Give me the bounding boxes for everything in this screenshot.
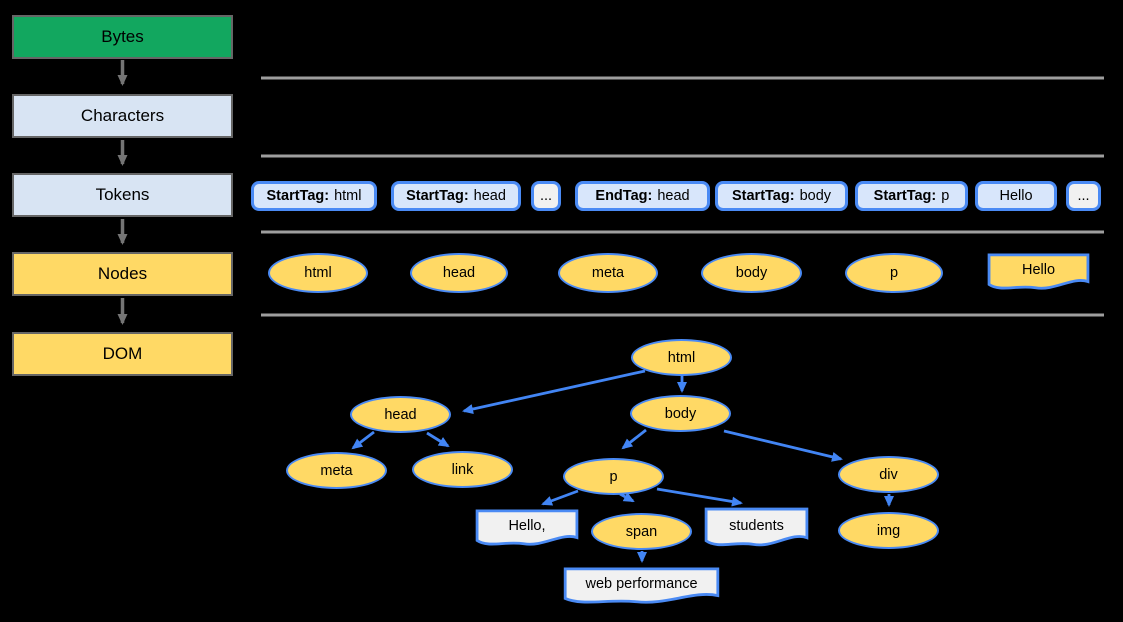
flag-label: Hello, bbox=[508, 518, 546, 534]
token-value-label: html bbox=[334, 188, 362, 204]
node-ellipse-dom-div: div bbox=[838, 456, 939, 493]
token-value-label: head bbox=[657, 188, 690, 204]
flag-shape bbox=[475, 509, 579, 549]
flag-label: Hello bbox=[1021, 262, 1056, 278]
node-ellipse-row-body: body bbox=[701, 253, 802, 293]
token-box-endtag-head: EndTag:head bbox=[575, 181, 710, 211]
node-ellipse-row-html: html bbox=[268, 253, 368, 293]
token-kind-label: EndTag: bbox=[595, 188, 653, 204]
text-flag-row-hello: Hello bbox=[987, 253, 1090, 293]
token-value-label: p bbox=[941, 188, 950, 204]
token-box-starttag-html: StartTag:html bbox=[251, 181, 377, 211]
node-ellipse-dom-head: head bbox=[350, 396, 451, 433]
token-value-label: head bbox=[473, 188, 506, 204]
token-box-starttag-p: StartTag:p bbox=[855, 181, 968, 211]
pipeline-box-dom: DOM bbox=[12, 332, 233, 376]
token-kind-label: StartTag: bbox=[731, 188, 795, 204]
token-kind-label: StartTag: bbox=[406, 188, 469, 204]
edge-body-div bbox=[723, 429, 843, 462]
node-ellipse-dom-link: link bbox=[412, 451, 513, 488]
token-box-dotdotdot: ... bbox=[531, 181, 561, 211]
node-ellipse-row-head: head bbox=[410, 253, 508, 293]
edge-body-p bbox=[621, 428, 647, 450]
flag-label: students bbox=[729, 517, 784, 534]
node-ellipse-dom-html: html bbox=[631, 339, 732, 376]
token-value-label: Hello bbox=[999, 188, 1033, 204]
node-ellipse-dom-p: p bbox=[563, 458, 664, 495]
node-ellipse-dom-span: span bbox=[591, 513, 692, 550]
text-flag-dom-webperf: web performance bbox=[562, 567, 721, 607]
token-kind-label: StartTag: bbox=[266, 188, 330, 204]
token-value-label: body bbox=[799, 188, 832, 204]
token-box-dotdotdot: ... bbox=[1066, 181, 1101, 211]
text-flag-dom-students: students bbox=[704, 507, 809, 550]
text-flag-dom-hello: Hello, bbox=[475, 509, 579, 549]
token-box-starttag-body: StartTag:body bbox=[715, 181, 848, 211]
node-ellipse-dom-meta: meta bbox=[286, 452, 387, 489]
token-box-starttag-head: StartTag:head bbox=[391, 181, 521, 211]
flag-shape bbox=[704, 507, 809, 550]
node-ellipse-row-p: p bbox=[845, 253, 943, 293]
token-value-label: ... bbox=[1077, 188, 1090, 204]
node-ellipse-dom-img: img bbox=[838, 512, 939, 549]
edge-p-students bbox=[656, 487, 743, 507]
node-ellipse-row-meta: meta bbox=[558, 253, 658, 293]
edge-head-meta bbox=[351, 430, 375, 450]
edge-p-hello bbox=[541, 489, 579, 506]
flag-label: web performance bbox=[585, 576, 698, 592]
edge-head-link bbox=[426, 431, 450, 448]
token-box-Hello: Hello bbox=[975, 181, 1057, 211]
token-kind-label: StartTag: bbox=[873, 188, 937, 204]
edge-p-span bbox=[619, 492, 635, 503]
pipeline-box-tokens: Tokens bbox=[12, 173, 233, 217]
node-ellipse-dom-body: body bbox=[630, 395, 731, 432]
flag-shape bbox=[987, 253, 1090, 293]
pipeline-box-characters: Characters bbox=[12, 94, 233, 138]
token-value-label: ... bbox=[539, 188, 553, 204]
flag-shape bbox=[562, 567, 721, 607]
pipeline-box-bytes: Bytes bbox=[12, 15, 233, 59]
edge-html-head bbox=[462, 369, 646, 414]
pipeline-box-nodes: Nodes bbox=[12, 252, 233, 296]
